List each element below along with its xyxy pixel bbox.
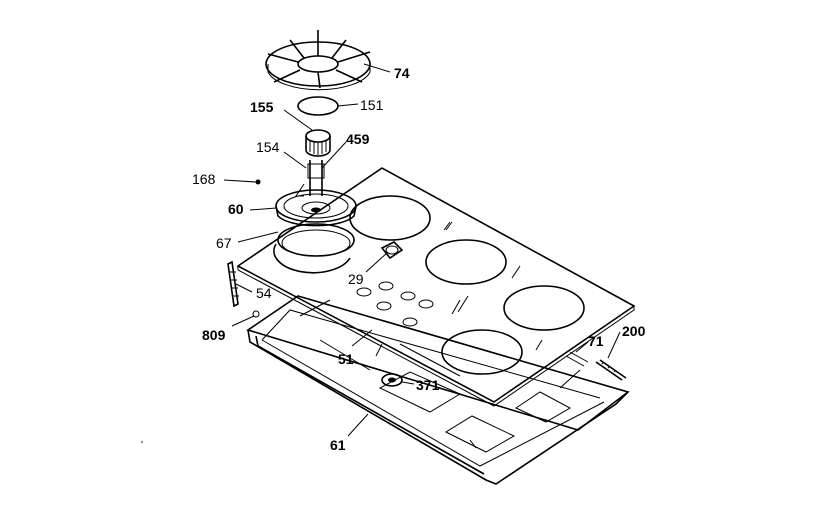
label-60: 60 [228,201,244,217]
valve [381,373,403,387]
terminal [595,359,627,381]
label-200: 200 [622,323,646,339]
label-54: 54 [256,285,272,301]
leader-lines [223,63,621,437]
orifice [295,160,325,197]
label-155: 155 [250,99,274,115]
label-29: 29 [348,271,364,287]
label-459: 459 [346,131,370,147]
grate [265,30,371,91]
part-labels: 74 151 155 459 154 168 60 67 29 54 809 5… [192,65,646,453]
label-71: 71 [588,333,604,349]
knob-shaft [380,241,404,260]
harness [559,351,589,389]
label-67: 67 [216,235,232,251]
burner-base [275,189,357,227]
label-51: 51 [338,351,354,367]
burner-box [246,295,630,485]
label-151: 151 [360,97,384,113]
stray-dot [141,441,143,443]
label-809: 809 [202,327,226,343]
clip [252,310,260,318]
label-74: 74 [394,65,410,81]
burner-head [305,129,331,157]
screw [255,179,261,185]
label-371: 371 [416,377,440,393]
label-154: 154 [256,139,280,155]
label-61: 61 [330,437,346,453]
bracket [227,260,239,308]
gasket [277,223,355,257]
cooktop-panel [236,167,636,407]
label-168: 168 [192,171,216,187]
burner-cap [297,96,339,116]
